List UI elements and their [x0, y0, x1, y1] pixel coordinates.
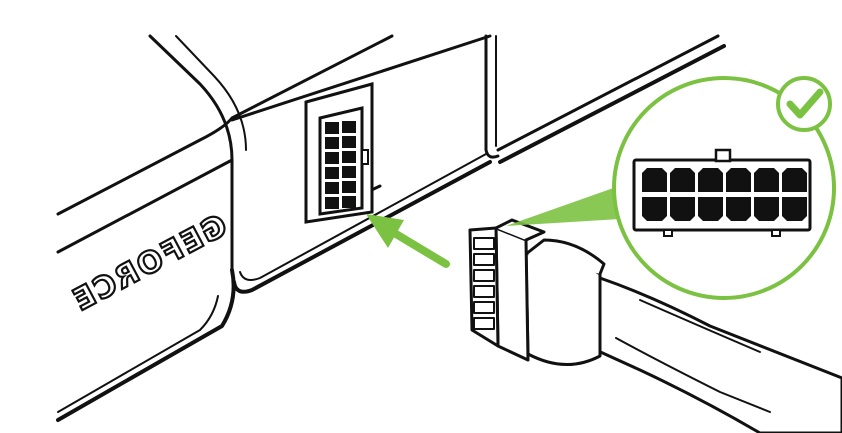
plug-body [494, 226, 530, 362]
cable-sleeve [594, 276, 842, 433]
port-pin [325, 137, 339, 149]
zoom-pin [726, 197, 751, 221]
gpu-side-face-bottom [232, 160, 492, 294]
zoom-pin [782, 168, 807, 192]
gpu-backplate-edge-top [496, 34, 720, 152]
gpu-backplate-edge-bottom [498, 44, 726, 164]
power-cable [468, 218, 842, 433]
zoom-pin [698, 197, 723, 221]
port-latch-tab [361, 149, 369, 165]
zoom-pin-grid [642, 168, 807, 221]
zoom-pin [670, 168, 695, 192]
gpu-shroud-edge-top [148, 34, 234, 272]
plug-body-top [494, 218, 546, 242]
zoom-pin [754, 168, 779, 192]
check-badge-circle [776, 76, 832, 132]
callout-beam [506, 180, 636, 226]
gpu-side-face-bottom-inner [239, 153, 487, 281]
zoom-pin [754, 197, 779, 221]
gpu-shroud-lip [57, 295, 219, 413]
gpu-power-port [304, 82, 374, 224]
gpu-front-face [56, 158, 234, 254]
zoom-pin [726, 168, 751, 192]
zoom-pin [642, 197, 667, 221]
port-pin [325, 197, 339, 209]
plug-pin-opening [473, 253, 495, 266]
gpu-side-face-top [230, 34, 492, 122]
plug-pin-opening [473, 237, 495, 250]
port-pin [342, 166, 356, 178]
plug-pin-opening [473, 269, 495, 282]
zoom-pin [670, 197, 695, 221]
gpu-front-lower-curve [56, 268, 236, 422]
port-pin [342, 136, 356, 148]
port-pin-grid [325, 121, 356, 209]
plug-pin-face [473, 237, 495, 330]
port-pin [342, 121, 356, 133]
zoom-pin [698, 168, 723, 192]
plug-pin-opening [473, 285, 495, 298]
plug-pin-opening [473, 317, 495, 330]
cable-crease-2 [639, 299, 761, 353]
checkmark [786, 88, 824, 119]
arrow-head [366, 214, 404, 248]
port-pin [325, 167, 339, 179]
zoom-pin [782, 197, 807, 221]
brand-text: GEFORCE [66, 208, 233, 319]
zoom-connector-latch [714, 148, 732, 163]
plug-pin-opening [473, 301, 495, 314]
port-pin [325, 152, 339, 164]
gpu-shroud-edge-inner [175, 35, 247, 151]
zoom-pin [642, 168, 667, 192]
port-pin [342, 196, 356, 208]
port-pin [325, 122, 339, 134]
insert-direction-arrow-icon [366, 214, 450, 268]
gpu-brand-lettering: GEFORCE [65, 207, 234, 320]
plug-collar-top [524, 238, 606, 276]
port-pin [342, 151, 356, 163]
zoom-connector-feet [663, 229, 781, 237]
check-badge-icon [776, 76, 832, 132]
cable-crease-1 [615, 337, 771, 413]
gpu-top-surface [56, 34, 394, 216]
port-pin [342, 181, 356, 193]
port-pin [325, 182, 339, 194]
gpu-panel-seam [484, 34, 500, 159]
zoom-callout [506, 76, 836, 300]
